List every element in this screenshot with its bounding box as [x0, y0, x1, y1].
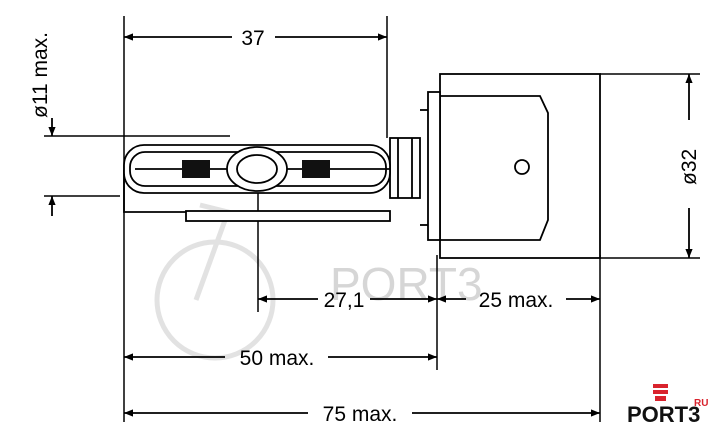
electrode-shields: [182, 160, 330, 178]
dimension-labels: 37 ø11 max. ø32 27,1 25 max. 50 max. 75 …: [29, 27, 701, 426]
dim-50-max: 50 max.: [240, 347, 315, 370]
piston-icon: [653, 384, 668, 401]
logo-suffix: RU: [694, 398, 708, 409]
port3-logo: PORT3 RU: [627, 384, 708, 427]
watermark-text: PORT3: [330, 258, 483, 310]
dim-27-1: 27,1: [324, 289, 365, 312]
watermark: PORT3 RU: [154, 202, 535, 361]
dim-25-max: 25 max.: [479, 289, 554, 312]
logo-text: PORT3: [627, 402, 700, 427]
dim-75-max: 75 max.: [323, 403, 398, 426]
dim-37: 37: [241, 27, 264, 50]
dim-diameter-11: ø11 max.: [29, 32, 52, 118]
dim-diameter-32: ø32: [678, 149, 701, 185]
dimension-lines: [48, 33, 693, 417]
